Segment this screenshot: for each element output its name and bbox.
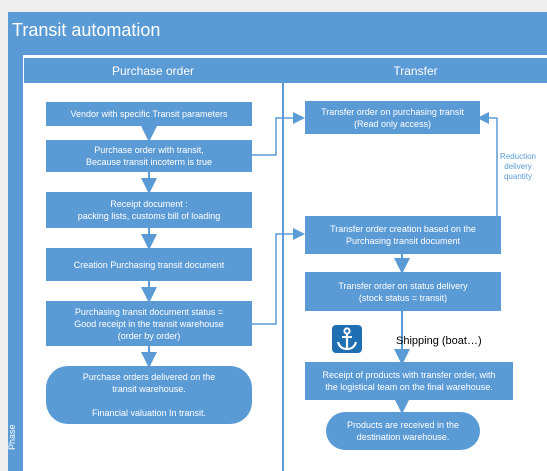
step-transit-document-status: Purchasing transit document status = Goo… — [46, 301, 252, 346]
step-vendor-transit-parameters: Vendor with specific Transit parameters — [46, 102, 252, 126]
step-purchase-order-transit: Purchase order with transit, Because tra… — [46, 140, 252, 172]
step-receipt-products-transfer: Receipt of products with transfer order,… — [305, 362, 513, 400]
lane-header-transfer: Transfer — [284, 58, 547, 83]
end-products-received: Products are received in the destination… — [326, 412, 480, 450]
anchor-icon — [332, 325, 362, 353]
step-transfer-order-creation: Transfer order creation based on the Pur… — [305, 216, 501, 254]
title-bar — [8, 12, 547, 55]
step-creation-transit-document: Creation Purchasing transit document — [46, 248, 252, 281]
step-receipt-document: Receipt document : packing lists, custom… — [46, 192, 252, 228]
end-purchase-orders-delivered: Purchase orders delivered on the transit… — [46, 366, 252, 424]
phase-bar — [8, 55, 23, 471]
lane-header-purchase-order: Purchase order — [24, 58, 282, 83]
arrow-t2-t1-reduction — [477, 112, 498, 216]
reduction-delivery-quantity-note: Reduction delivery quantity — [499, 152, 537, 181]
step-transfer-order-status-delivery: Transfer order on status delivery (stock… — [305, 272, 501, 311]
arrow-p5-t2 — [252, 228, 305, 325]
diagram-title: Transit automation — [12, 20, 161, 40]
arrow-p2-t1 — [252, 112, 305, 156]
lane-separator — [282, 58, 284, 471]
step-transfer-order-read-only: Transfer order on purchasing transit (Re… — [305, 101, 480, 134]
shipping-label: Shipping (boat…) — [396, 335, 482, 347]
